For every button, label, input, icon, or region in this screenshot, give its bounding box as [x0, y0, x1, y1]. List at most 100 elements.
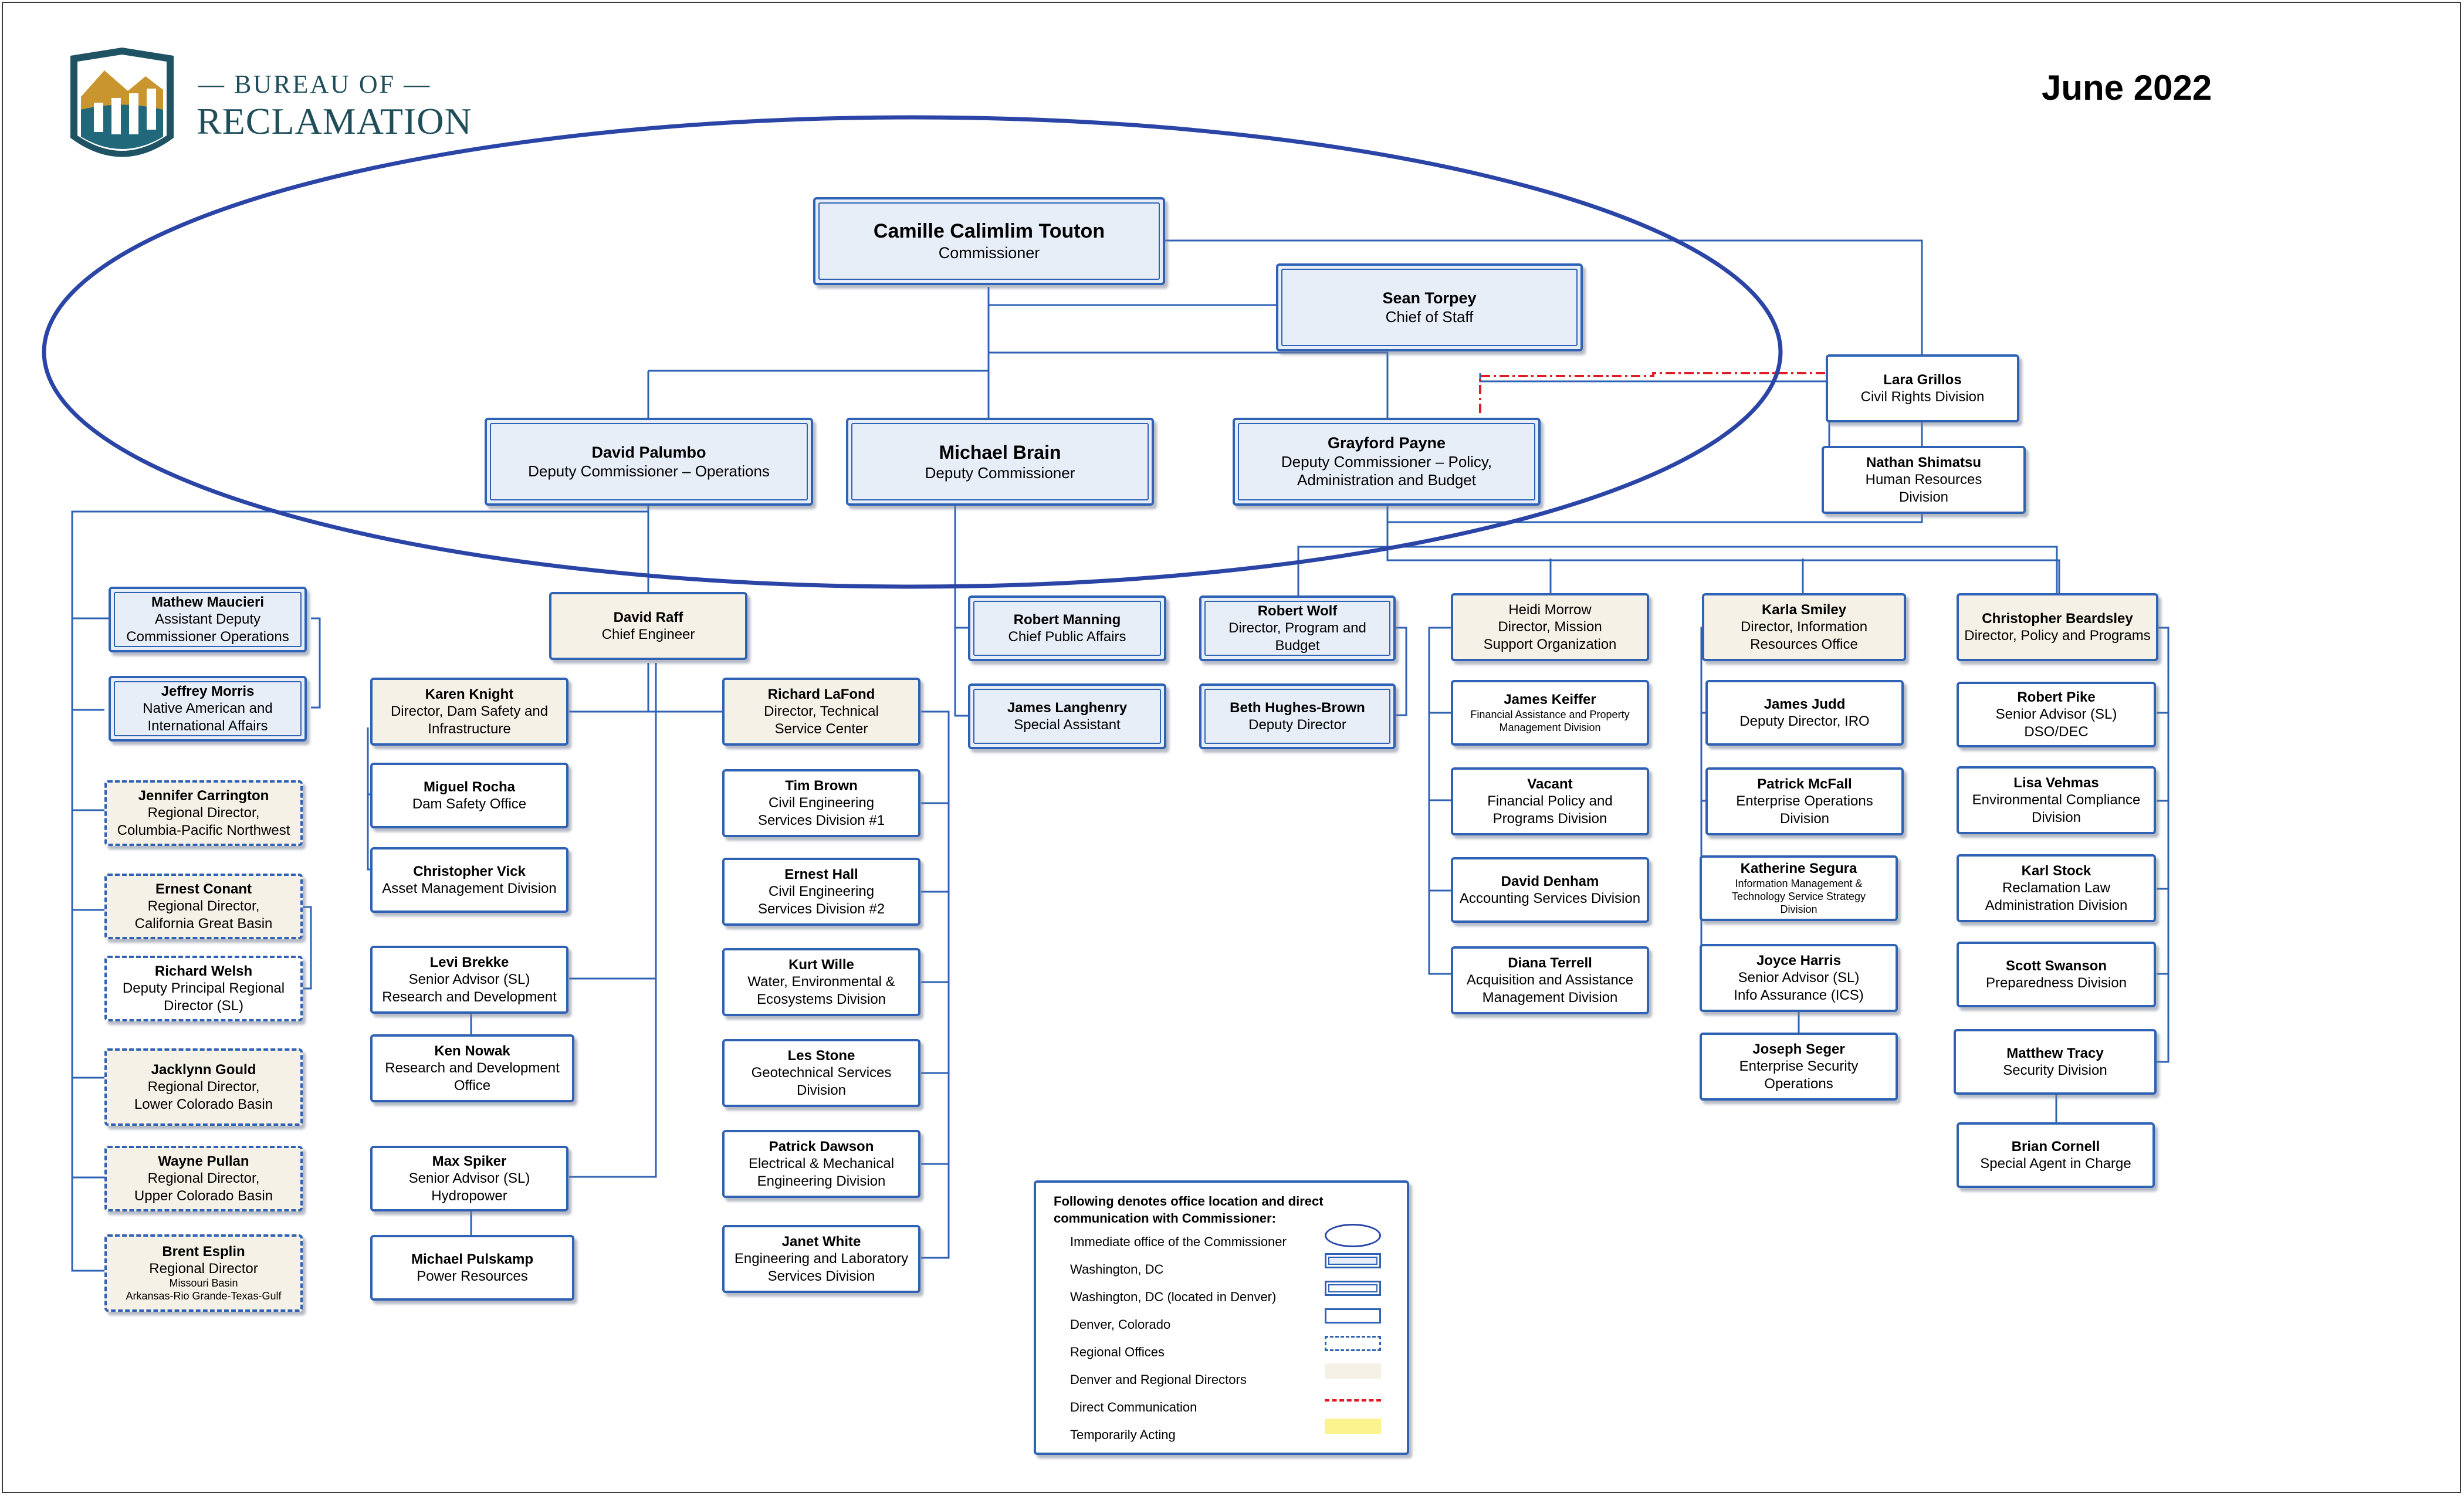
- mcfall-box[interactable]: Patrick McFall Enterprise Operations Div…: [1705, 767, 1904, 835]
- legend-title: Following denotes office location and di…: [1054, 1194, 1324, 1226]
- person-name: Levi Brekke: [429, 955, 509, 971]
- person-name: Katherine Segura: [1740, 861, 1857, 877]
- gould-box[interactable]: Jacklynn Gould Regional Director, Lower …: [104, 1048, 303, 1126]
- stock-box[interactable]: Karl Stock Reclamation Law Administratio…: [1957, 854, 2156, 922]
- pike-box[interactable]: Robert Pike Senior Advisor (SL) DSO/DEC: [1957, 682, 2156, 747]
- person-name: Lisa Vehmas: [2013, 775, 2099, 791]
- smiley-box[interactable]: Karla Smiley Director, Information Resou…: [1702, 593, 1906, 661]
- person-title: Senior Advisor (SL): [408, 972, 530, 988]
- person-title: Division: [1898, 489, 1949, 505]
- wille-box[interactable]: Kurt Wille Water, Environmental & Ecosys…: [722, 948, 920, 1016]
- morris-box[interactable]: Jeffrey Morris Native American and Inter…: [109, 676, 307, 742]
- brekke-box[interactable]: Levi Brekke Senior Advisor (SL) Research…: [370, 946, 568, 1014]
- nowak-box[interactable]: Ken Nowak Research and Development Offic…: [370, 1034, 574, 1102]
- person-title: Info Assurance (ICS): [1734, 987, 1864, 1003]
- langhenry-box[interactable]: James Langhenry Special Assistant: [968, 683, 1166, 749]
- spiker-box[interactable]: Max Spiker Senior Advisor (SL) Hydropowe…: [370, 1146, 568, 1211]
- brown-box[interactable]: Tim Brown Civil Engineering Services Div…: [722, 769, 920, 837]
- person-name: Christopher Beardsley: [1982, 610, 2133, 627]
- person-title: Information Management &: [1735, 877, 1863, 889]
- manning-box[interactable]: Robert Manning Chief Public Affairs: [968, 595, 1166, 661]
- rocha-box[interactable]: Miguel Rocha Dam Safety Office: [370, 763, 568, 828]
- person-name: Patrick Dawson: [769, 1139, 874, 1155]
- morrow-box[interactable]: Heidi Morrow Director, Mission Support O…: [1451, 593, 1649, 661]
- vick-box[interactable]: Christopher Vick Asset Management Divisi…: [370, 847, 568, 913]
- deputy-operations-box[interactable]: David Palumbo Deputy Commissioner – Oper…: [485, 418, 813, 506]
- person-name: David Raff: [613, 609, 683, 625]
- stone-box[interactable]: Les Stone Geotechnical Services Division: [722, 1039, 920, 1107]
- person-name: Robert Wolf: [1257, 603, 1338, 620]
- keiffer-box[interactable]: James Keiffer Financial Assistance and P…: [1451, 680, 1649, 746]
- legend-label: Denver, Colorado: [1070, 1317, 1171, 1332]
- person-name: Lara Grillos: [1883, 371, 1962, 388]
- person-name: James Langhenry: [1007, 699, 1128, 716]
- person-title: Missouri Basin: [169, 1277, 238, 1289]
- swanson-box[interactable]: Scott Swanson Preparedness Division: [1957, 942, 2156, 1007]
- chief-of-staff-box[interactable]: Sean Torpey Chief of Staff: [1276, 263, 1583, 351]
- person-name: Sean Torpey: [1382, 289, 1477, 307]
- denham-box[interactable]: David Denham Accounting Services Divisio…: [1451, 857, 1649, 923]
- person-title: Senior Advisor (SL): [408, 1170, 530, 1187]
- person-title: Deputy Director: [1248, 717, 1346, 733]
- judd-box[interactable]: James Judd Deputy Director, IRO: [1705, 680, 1904, 746]
- deputy-commissioner-box[interactable]: Michael Brain Deputy Commissioner: [846, 418, 1154, 506]
- beardsley-box[interactable]: Christopher Beardsley Director, Policy a…: [1957, 593, 2158, 661]
- raff-box[interactable]: David Raff Chief Engineer: [549, 592, 747, 660]
- person-title: Director, Technical: [764, 703, 879, 720]
- person-name: Matthew Tracy: [2006, 1045, 2104, 1061]
- person-name: Ernest Hall: [784, 867, 858, 883]
- person-name: Wayne Pullan: [158, 1153, 249, 1170]
- human-resources-box[interactable]: Nathan Shimatsu Human Resources Division: [1822, 446, 2026, 514]
- carrington-box[interactable]: Jennifer Carrington Regional Director, C…: [104, 780, 303, 846]
- wolf-box[interactable]: Robert Wolf Director, Program and Budget: [1199, 595, 1396, 661]
- terrell-box[interactable]: Diana Terrell Acquisition and Assistance…: [1451, 946, 1649, 1014]
- person-title: Services Division #1: [757, 812, 885, 828]
- deputy-pab-box[interactable]: Grayford Payne Deputy Commissioner – Pol…: [1233, 418, 1541, 506]
- knight-box[interactable]: Karen Knight Director, Dam Safety and In…: [370, 678, 568, 746]
- person-title: Director (SL): [163, 997, 244, 1014]
- person-name: James Keiffer: [1504, 692, 1596, 708]
- commissioner-box[interactable]: Camille Calimlim Touton Commissioner: [813, 197, 1165, 285]
- person-name: Miguel Rocha: [423, 779, 515, 795]
- segura-box[interactable]: Katherine Segura Information Management …: [1700, 855, 1898, 921]
- cornell-box[interactable]: Brian Cornell Special Agent in Charge: [1957, 1122, 2155, 1188]
- pulskamp-box[interactable]: Michael Pulskamp Power Resources: [370, 1235, 574, 1301]
- person-title: Director, Dam Safety and: [390, 703, 549, 720]
- legend-label: Immediate office of the Commissioner: [1070, 1234, 1287, 1249]
- lafond-box[interactable]: Richard LaFond Director, Technical Servi…: [722, 678, 920, 746]
- person-name: Vacant: [1527, 776, 1573, 793]
- person-title: Civil Engineering: [768, 795, 875, 811]
- hughes-brown-box[interactable]: Beth Hughes-Brown Deputy Director: [1199, 683, 1396, 749]
- dawson-box[interactable]: Patrick Dawson Electrical & Mechanical E…: [722, 1130, 920, 1198]
- person-title: Enterprise Security: [1739, 1058, 1859, 1075]
- vacant-box[interactable]: Vacant Financial Policy and Programs Div…: [1451, 767, 1649, 835]
- person-title: Budget: [1275, 637, 1320, 654]
- person-name: Richard LaFond: [767, 686, 875, 703]
- person-title: Ecosystems Division: [756, 991, 886, 1007]
- person-name: Nathan Shimatsu: [1866, 455, 1982, 471]
- person-name: Robert Pike: [2017, 689, 2096, 706]
- person-title: Power Resources: [417, 1268, 528, 1284]
- white-box[interactable]: Janet White Engineering and Laboratory S…: [722, 1225, 920, 1293]
- pullan-box[interactable]: Wayne Pullan Regional Director, Upper Co…: [104, 1146, 303, 1211]
- person-title: Regional Director,: [147, 1079, 260, 1095]
- person-title: Geotechnical Services: [751, 1065, 892, 1081]
- hall-box[interactable]: Ernest Hall Civil Engineering Services D…: [722, 858, 920, 926]
- conant-box[interactable]: Ernest Conant Regional Director, Califor…: [104, 874, 303, 939]
- legend-swatch-directors: [1325, 1363, 1381, 1379]
- harris-box[interactable]: Joyce Harris Senior Advisor (SL) Info As…: [1700, 944, 1898, 1012]
- seger-box[interactable]: Joseph Seger Enterprise Security Operati…: [1700, 1033, 1898, 1101]
- person-title: Regional Director,: [147, 1170, 260, 1187]
- person-title: Special Assistant: [1014, 717, 1121, 733]
- maucieri-box[interactable]: Mathew Maucieri Assistant Deputy Commiss…: [109, 587, 307, 652]
- person-name: Diana Terrell: [1508, 955, 1592, 972]
- person-title: Asset Management Division: [382, 881, 557, 896]
- esplin-box[interactable]: Brent Esplin Regional Director Missouri …: [104, 1234, 303, 1312]
- person-title: Environmental Compliance: [1972, 792, 2141, 808]
- vehmas-box[interactable]: Lisa Vehmas Environmental Compliance Div…: [1957, 766, 2156, 834]
- welsh-box[interactable]: Richard Welsh Deputy Principal Regional …: [104, 956, 303, 1021]
- legend-label: Direct Communication: [1070, 1400, 1197, 1414]
- civil-rights-box[interactable]: Lara Grillos Civil Rights Division: [1826, 354, 2019, 422]
- tracy-box[interactable]: Matthew Tracy Security Division: [1954, 1029, 2157, 1095]
